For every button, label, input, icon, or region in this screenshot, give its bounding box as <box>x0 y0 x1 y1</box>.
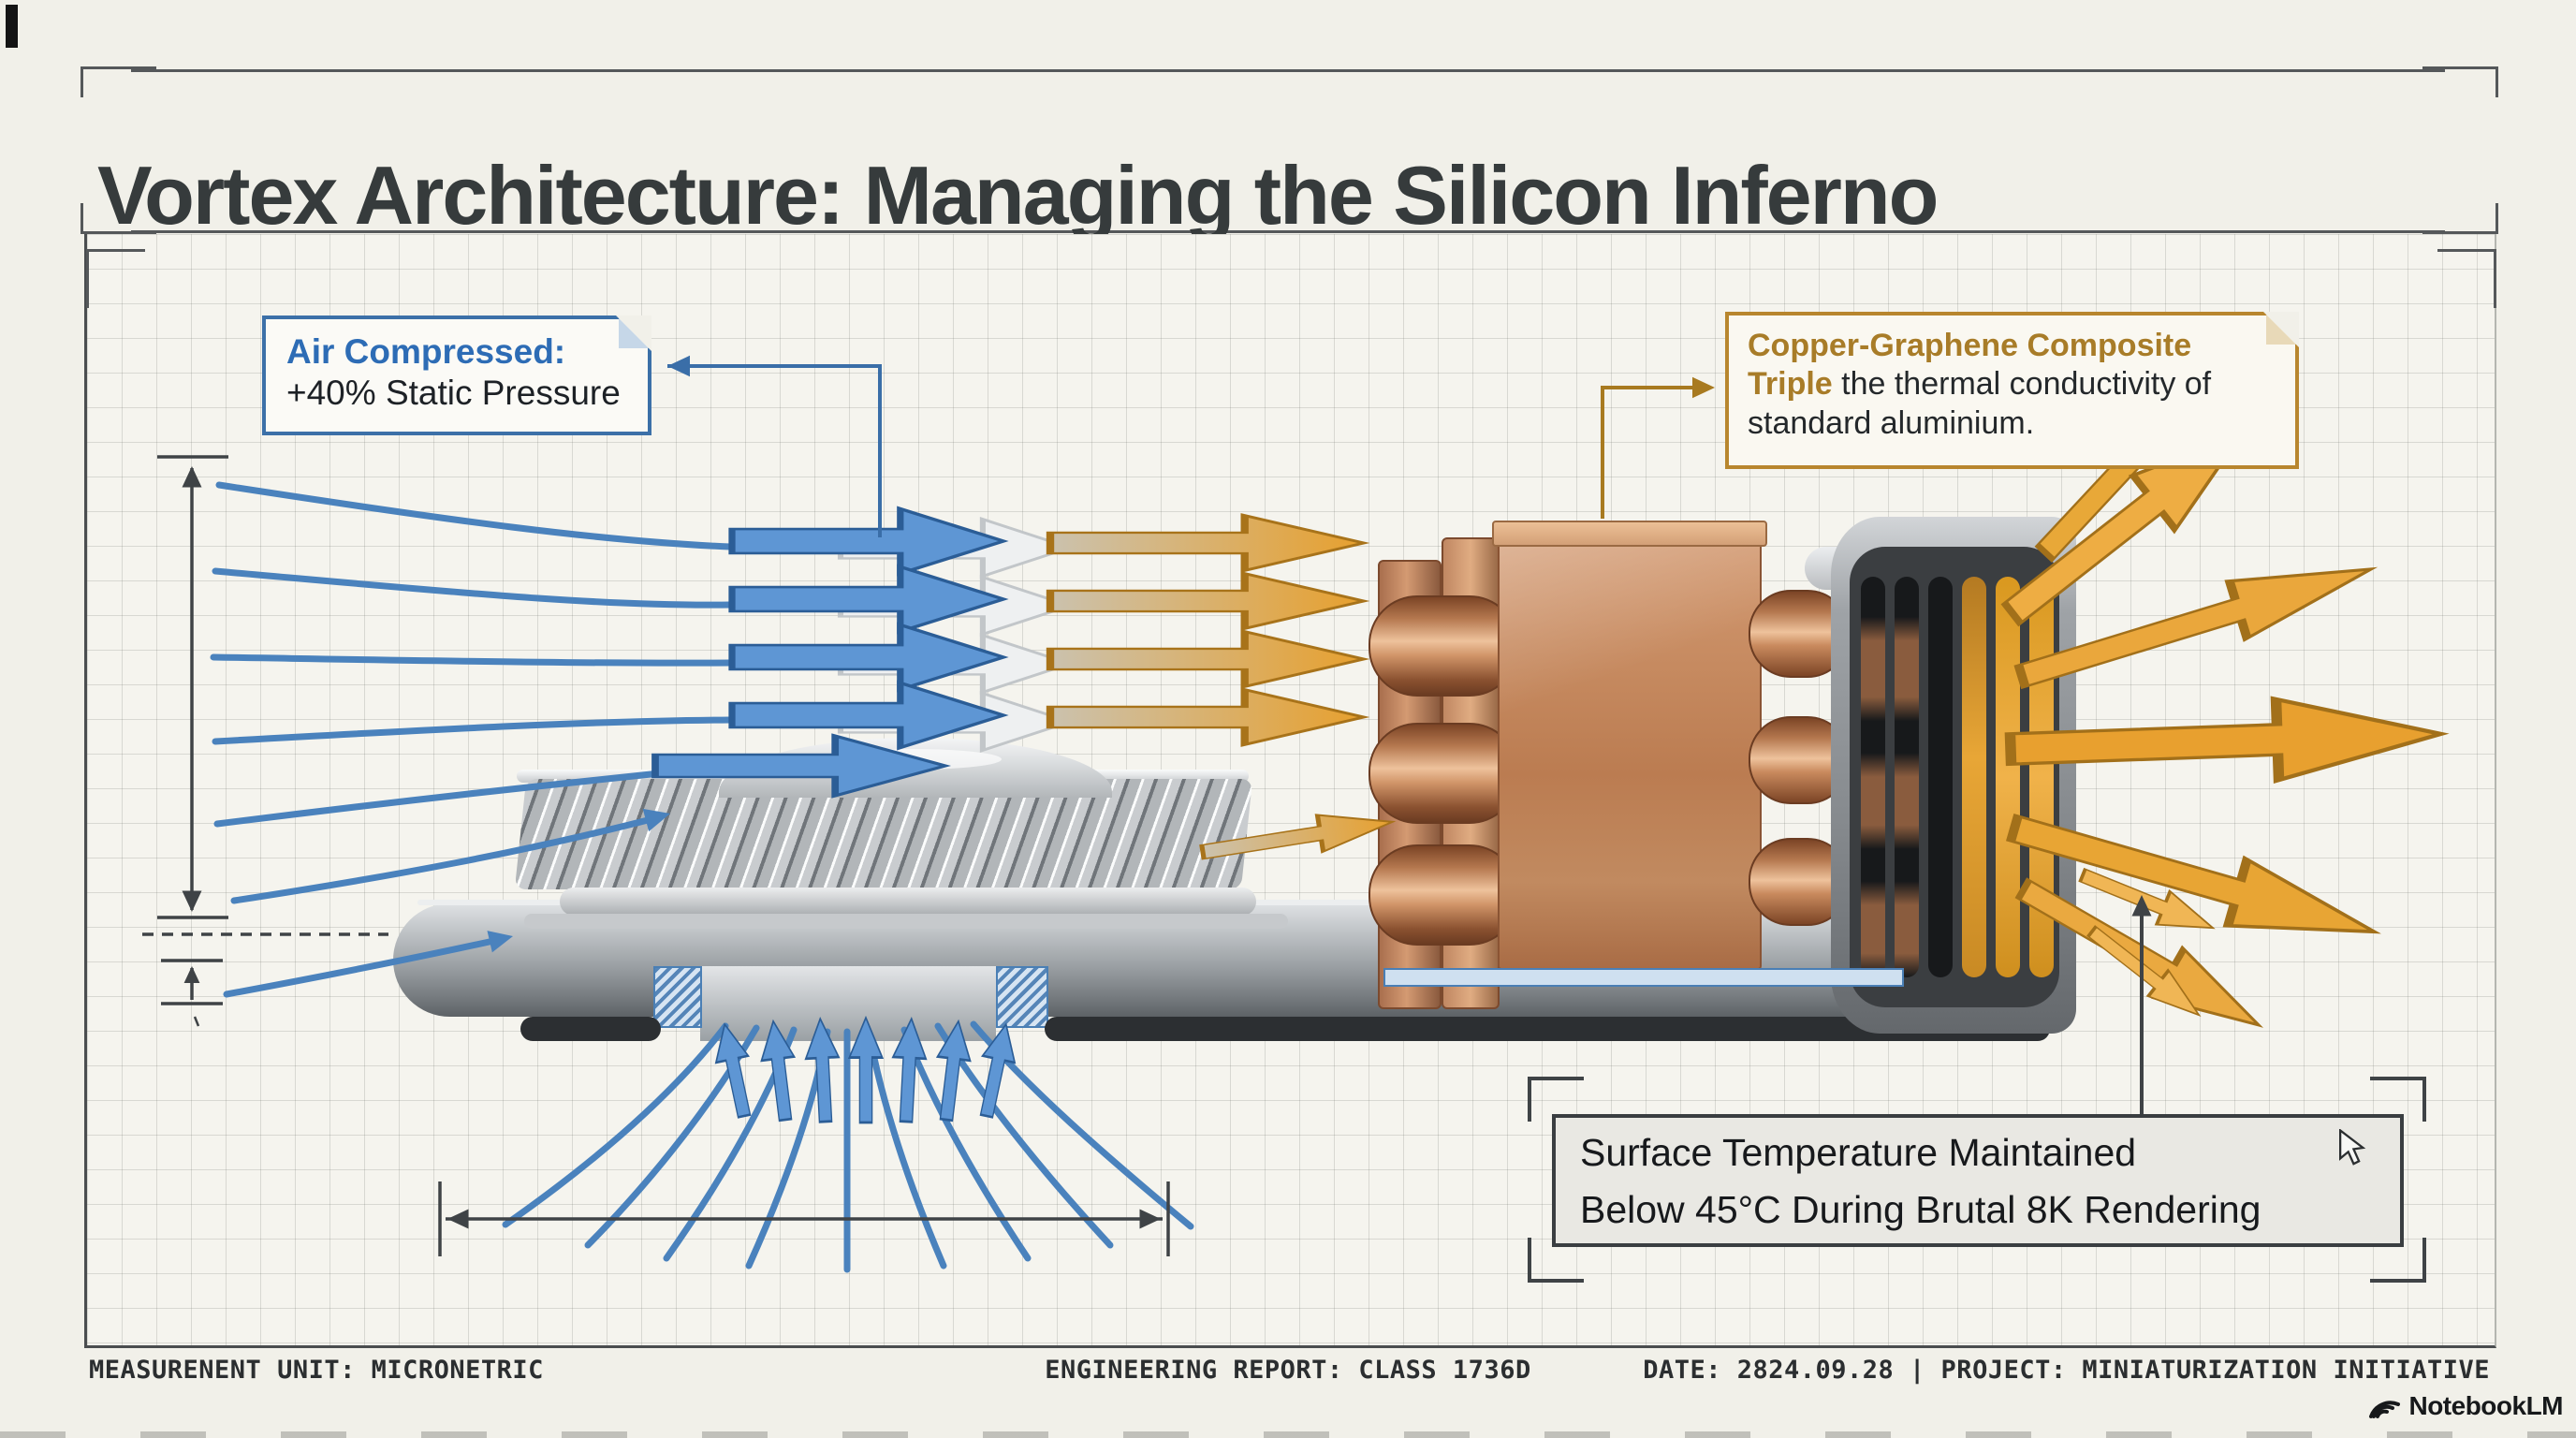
callout-copper-graphene: Copper-Graphene Composite Triple the the… <box>1725 312 2299 469</box>
heat-pipe <box>1368 844 1518 946</box>
baseplate-foot <box>520 1017 661 1041</box>
grille-slot <box>1928 577 1953 977</box>
grille-slot <box>1996 577 2020 977</box>
heat-pipe <box>1368 595 1518 697</box>
callout-air-heading: Air Compressed: <box>286 332 566 371</box>
heat-pipe <box>1368 723 1518 824</box>
callout-surface-temperature: Surface Temperature Maintained Below 45°… <box>1552 1114 2404 1247</box>
callout-copper-heading: Copper-Graphene Composite Triple <box>1748 328 2192 403</box>
fan-hub-highlight <box>824 749 1002 770</box>
copper-block-top <box>1492 521 1767 547</box>
corner-bracket <box>2437 249 2496 308</box>
notebooklm-wordmark: NotebookLM <box>2408 1391 2563 1420</box>
grille-slot <box>1962 577 1986 977</box>
grille-slot <box>1895 577 1919 977</box>
page-title: Vortex Architecture: Managing the Silico… <box>97 148 1939 242</box>
page-edge-mark <box>6 5 18 48</box>
corner-bracket <box>2422 66 2498 97</box>
surface-temp-line2: Below 45°C During Brutal 8K Rendering <box>1580 1187 2261 1231</box>
grille-slot <box>1861 577 1885 977</box>
intake-opening <box>700 966 996 1041</box>
callout-air-body: +40% Static Pressure <box>286 374 621 412</box>
corner-bracket <box>1528 1077 1584 1122</box>
callout-copper-body: the thermal conductivity of standard alu… <box>1748 366 2212 441</box>
bottom-edge-smudge <box>0 1431 2576 1438</box>
corner-bracket <box>2370 1077 2426 1122</box>
corner-bracket <box>80 203 156 234</box>
copper-heatsink-block <box>1498 536 1762 970</box>
section-hatch <box>653 966 702 1028</box>
title-bottom-rule <box>131 230 2445 233</box>
fan-mount-base <box>524 914 1288 929</box>
pointer-cursor-icon <box>2339 1129 2366 1166</box>
fan-mount-ring <box>560 888 1256 916</box>
footer-engineering-report: ENGINEERING REPORT: CLASS 1736D <box>1045 1356 1531 1385</box>
footer-measurement-unit: MEASURENENT UNIT: MICRONETRIC <box>89 1356 544 1385</box>
corner-bracket <box>86 249 145 308</box>
callout-copper-text: Copper-Graphene Composite Triple the the… <box>1748 327 2276 443</box>
baseplate-section-strip <box>1383 968 1904 987</box>
grille-slot <box>2029 577 2054 977</box>
notebooklm-swirl-icon <box>2369 1401 2401 1418</box>
title-top-rule <box>131 69 2445 72</box>
footer-date-project: DATE: 2824.09.28 | PROJECT: MINIATURIZAT… <box>1643 1356 2490 1385</box>
callout-air-compressed: Air Compressed: +40% Static Pressure <box>262 315 651 435</box>
corner-bracket <box>2422 203 2498 234</box>
corner-bracket <box>80 66 156 97</box>
notebooklm-brand: NotebookLM <box>2367 1391 2563 1421</box>
surface-temp-line1: Surface Temperature Maintained <box>1580 1131 2137 1174</box>
section-hatch <box>996 966 1048 1028</box>
corner-bracket <box>2370 1238 2426 1283</box>
corner-bracket <box>1528 1238 1584 1283</box>
